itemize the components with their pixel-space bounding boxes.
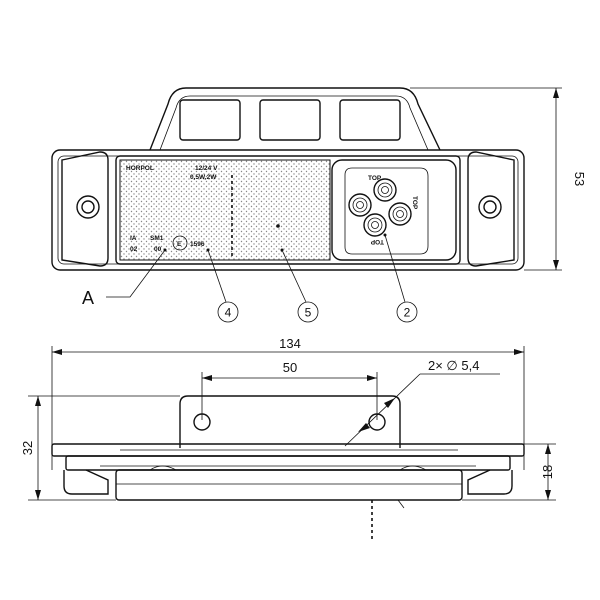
code-ia-text: IA [130,235,137,242]
svg-text:2: 2 [404,306,411,320]
bracket-window-right [339,99,401,141]
led-cluster-icon [348,178,412,237]
mounting-hole-right [368,413,386,431]
front-view: HORPOL 12/24 V 0,5W,2W IA SM1 02 00 E 15… [51,87,587,323]
left-screw-icon [76,195,100,219]
lens-body [115,469,463,501]
bracket-upright [179,395,401,448]
svg-text:18: 18 [540,465,555,479]
approval-number-text: 1596 [190,241,205,248]
svg-text:5: 5 [305,306,312,320]
led-window [331,159,457,261]
svg-text:53: 53 [572,172,587,186]
housing-outer [51,149,525,271]
code-sm1-text: SM1 [150,235,164,242]
dimension-hole-spacing-50: 50 [201,360,378,420]
svg-text:A: A [82,288,94,308]
lens-center-dot [276,224,280,228]
lens-frame [115,155,461,265]
right-tab [467,151,515,267]
clip-left [63,469,109,495]
lens-reflector [119,159,331,261]
mounting-hole-left [193,413,211,431]
base-body [65,455,511,471]
top-label-2: TOP [411,196,418,210]
callout-a: A [82,248,167,308]
top-view: 134 50 2× ∅ 5,4 [20,336,556,540]
svg-text:2× ∅ 5,4: 2× ∅ 5,4 [428,358,479,373]
left-tab [61,151,109,267]
dimension-height-18: 18 [462,443,556,501]
right-screw-icon [478,195,502,219]
e-mark-icon: E [172,235,188,251]
dimension-height-53: 53 [410,87,587,271]
svg-text:50: 50 [283,360,297,375]
svg-text:4: 4 [225,306,232,320]
bracket-window-left [179,99,241,141]
top-bracket [149,87,441,151]
voltage-text: 12/24 V [195,165,218,172]
top-label-1: TOP [368,175,382,182]
code-02-text: 02 [130,246,138,253]
code-00-text: 00 [154,246,162,253]
dimension-height-32: 32 [20,395,180,501]
brand-text: HORPOL [126,165,154,172]
svg-text:32: 32 [20,441,35,455]
svg-text:134: 134 [279,336,301,351]
dimension-hole-spec: 2× ∅ 5,4 [344,358,500,447]
callout-4: 4 [206,248,239,323]
bracket-window-middle [259,99,321,141]
top-label-3: TOP [370,238,384,245]
power-text: 0,5W,2W [190,174,217,181]
svg-text:E: E [177,241,182,248]
callout-2: 2 [383,233,418,323]
callout-5: 5 [280,248,319,323]
clip-right [467,469,513,495]
